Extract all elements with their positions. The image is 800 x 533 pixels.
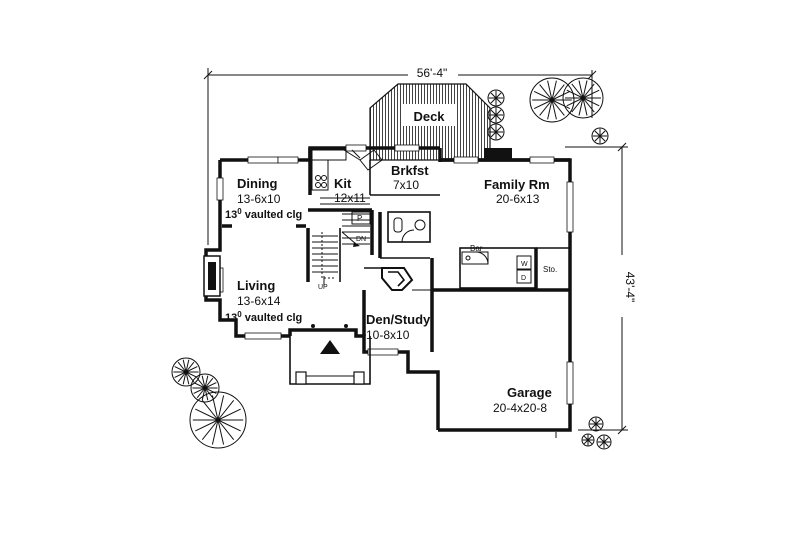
room-size-den: 10-8x10 [366, 328, 410, 342]
room-label-kit: Kit [334, 176, 352, 191]
tree-icon [487, 123, 505, 141]
room-label-deck: Deck [413, 109, 445, 124]
tree-icon [487, 89, 505, 107]
room-size-brkfst: 7x10 [393, 178, 419, 192]
tree-symbol [171, 77, 612, 450]
pantry-label: P [357, 214, 362, 223]
garage-details [444, 429, 564, 438]
room-label-living: Living [237, 278, 275, 293]
tree-icon [562, 77, 604, 119]
den-entry [381, 267, 432, 291]
tree-icon [189, 391, 247, 449]
bar-and-laundry: Bar W D Sto. [461, 244, 557, 284]
room-label-den: Den/Study [366, 312, 431, 327]
room-label-sto: Sto. [543, 265, 557, 274]
interior-walls [222, 148, 570, 336]
tree-icon [487, 106, 505, 124]
room-label-brkfst: Brkfst [391, 163, 429, 178]
room-size-family: 20-6x13 [496, 192, 540, 206]
deck: Deck [369, 83, 491, 161]
dimension-lines: 56'-4" 43'-4" [203, 65, 637, 435]
dryer-label: D [521, 275, 526, 282]
tree-icon [591, 127, 609, 145]
front-porch [289, 324, 371, 385]
depth-dimension: 43'-4" [623, 272, 637, 303]
washer-label: W [521, 261, 528, 268]
tree-icon [588, 416, 604, 432]
tree-icon [529, 77, 575, 123]
tree-icon [596, 434, 612, 450]
width-dimension: 56'-4" [417, 66, 448, 80]
tree-icon [581, 433, 595, 447]
bar-label: Bar [470, 244, 483, 253]
room-size-dining: 13-6x10 [237, 192, 281, 206]
ceiling-note-dining: 130 vaulted clg [225, 207, 302, 221]
room-size-garage: 20-4x20-8 [493, 401, 547, 415]
powder-room-fixtures [393, 217, 426, 243]
entry-arrow-icon [320, 340, 340, 354]
tree-icon [171, 357, 201, 387]
stair-up-label: UP [318, 284, 328, 291]
room-size-kit: 12x11 [334, 191, 366, 205]
room-label-garage: Garage [507, 385, 552, 400]
room-label-family: Family Rm [484, 177, 550, 192]
fireplace-symbol [203, 148, 512, 297]
stair-down-label: DN [356, 236, 366, 243]
room-labels: Brkfst 7x10 Kit 12x11 Dining 13-6x10 130… [225, 163, 552, 415]
room-label-dining: Dining [237, 176, 277, 191]
ceiling-note-living: 130 vaulted clg [225, 310, 302, 324]
stairs: DN UP [312, 213, 370, 291]
tree-icon [190, 373, 220, 403]
room-size-living: 13-6x14 [237, 294, 281, 308]
kitchen-fixtures: P [311, 149, 383, 225]
